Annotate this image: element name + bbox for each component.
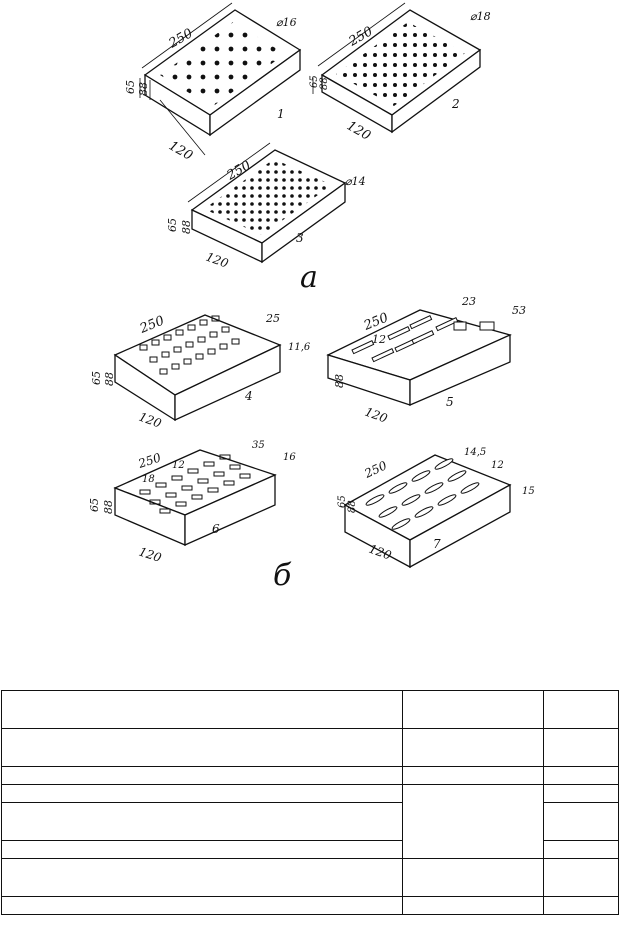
brick-6-height2: 88 (102, 500, 115, 514)
table-cell (543, 802, 619, 841)
brick-7-slot-c: 15 (522, 486, 535, 497)
table-cell (402, 784, 544, 859)
table-cell (543, 840, 619, 859)
brick-7-height2: 88 (347, 500, 358, 513)
brick-1: 250 65 88 120 ⌀16 1 (124, 2, 302, 164)
brick-6-height: 65 (88, 498, 101, 512)
brick-6-slot-a: 35 (252, 440, 265, 451)
brick-1-width: 120 (166, 138, 195, 163)
brick-4-label: 4 (244, 389, 253, 403)
brick-3-hole: ⌀14 (345, 175, 366, 188)
table-cell (1, 858, 403, 897)
table-cell (402, 690, 544, 729)
brick-6-label: 6 (212, 522, 220, 536)
brick-4-height2: 88 (103, 372, 116, 386)
brick-5-slot-a: 23 (461, 295, 476, 308)
brick-7-label: 7 (433, 537, 441, 551)
brick-4: 250 65 88 120 25 11,6 4 (90, 312, 311, 431)
table-cell (402, 896, 544, 915)
spec-table (1, 690, 619, 915)
table-cell (402, 728, 544, 767)
table-cell (402, 766, 544, 785)
brick-6-slot-d: 12 (172, 460, 185, 471)
brick-7-length: 250 (361, 458, 389, 481)
table-cell (1, 802, 403, 841)
brick-2: 250 65 88 120 ⌀18 2 (309, 2, 491, 144)
group-b-label: б (273, 558, 292, 593)
brick-3-label: 3 (296, 231, 304, 245)
brick-3: 250 65 88 120 ⌀14 3 (166, 142, 366, 271)
table-cell (402, 858, 544, 897)
brick-1-hole: ⌀16 (276, 16, 297, 29)
table-cell (543, 896, 619, 915)
brick-5: 250 88 120 23 53 12 5 (326, 295, 526, 426)
table-cell (1, 784, 403, 803)
table-cell (543, 690, 619, 729)
brick-1-height: 65 (124, 80, 137, 94)
brick-7-slot-b: 12 (491, 460, 504, 471)
table-cell (1, 896, 403, 915)
brick-7: 250 65 88 120 14,5 12 15 7 (337, 447, 535, 569)
brick-5-slot-c: 12 (372, 333, 386, 346)
table-row (1, 728, 619, 767)
table-cell (1, 728, 403, 767)
brick-7-slot-a: 14,5 (464, 447, 486, 458)
brick-1-label: 1 (277, 107, 285, 121)
brick-6-width: 120 (137, 545, 163, 566)
table-cell (543, 858, 619, 897)
brick-5-slot-b: 53 (512, 304, 526, 317)
brick-3-width: 120 (204, 250, 231, 271)
table-row (1, 896, 619, 915)
brick-6: 250 65 88 120 35 16 18 12 6 (88, 440, 296, 565)
table-cell (543, 728, 619, 767)
brick-4-height: 65 (90, 371, 103, 385)
table-cell (1, 840, 403, 859)
brick-5-height: 88 (333, 374, 346, 388)
brick-4-slot-b: 11,6 (288, 342, 311, 353)
brick-2-height2: 88 (319, 77, 330, 90)
table-row (1, 858, 619, 897)
table-cell (1, 766, 403, 785)
brick-2-label: 2 (451, 97, 460, 111)
brick-3-height: 65 (166, 218, 179, 232)
brick-3-height2: 88 (180, 220, 193, 234)
brick-6-slot-c: 18 (142, 474, 155, 485)
table-cell (1, 690, 403, 729)
brick-6-slot-b: 16 (283, 452, 296, 463)
brick-drawing: 250 65 88 120 ⌀16 1 250 65 88 120 ⌀18 2 … (88, 2, 535, 593)
brick-2-hole: ⌀18 (470, 10, 491, 23)
brick-2-width: 120 (344, 118, 373, 143)
brick-4-slot-a: 25 (265, 312, 280, 325)
group-a-label: а (300, 260, 318, 295)
brick-1-height2: 88 (137, 82, 150, 96)
table-cell (543, 766, 619, 785)
table-row (1, 766, 619, 785)
brick-7-height: 65 (337, 495, 348, 508)
brick-5-label: 5 (446, 395, 454, 409)
table-row (1, 690, 619, 729)
brick-5-width: 120 (363, 405, 390, 426)
brick-2-height: 65 (309, 75, 320, 88)
brick-4-width: 120 (137, 410, 164, 431)
table-cell (543, 784, 619, 803)
table-row (1, 784, 619, 859)
